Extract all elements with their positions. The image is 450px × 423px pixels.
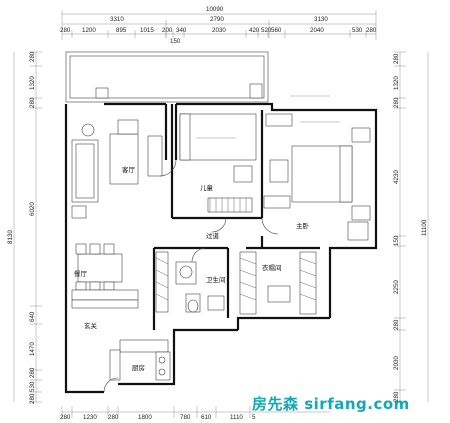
dim-top-tier1-c: 3130 [314, 16, 328, 23]
dim-right-5: 2250 [393, 280, 400, 294]
dim-left-1: 1320 [29, 76, 36, 90]
dim-top-t2-2: 895 [116, 27, 127, 34]
living-room-furniture [71, 119, 163, 219]
dim-right-7: 2030 [393, 356, 400, 370]
dim-right-1: 1320 [393, 76, 400, 90]
dim-top-t2-4: 200 [162, 27, 173, 34]
dim-right-4: 150 [393, 235, 400, 246]
top-dimension-lines [61, 10, 377, 40]
dim-left-8: 280 [29, 393, 36, 404]
dim-top-t2-11: 530 [352, 27, 363, 34]
dim-top-t2-5: 340 [176, 27, 187, 34]
dim-bottom-7: 5 [252, 414, 256, 421]
dim-left-3: 6020 [29, 202, 36, 216]
dim-left-5: 1470 [29, 342, 36, 356]
dim-right-2: 280 [393, 97, 400, 108]
kids-room-furniture [179, 113, 257, 213]
dim-bottom-0: 280 [60, 414, 71, 421]
dim-bottom-6: 1110 [230, 414, 243, 421]
room-label-cloakroom: 衣帽间 [262, 263, 282, 272]
room-label-entrance: 玄关 [84, 321, 98, 330]
dim-right-8: 280 [393, 391, 400, 402]
dim-right-overall: 11100 [421, 219, 428, 236]
dim-top-t2-6: 2030 [212, 27, 226, 34]
room-label-dining: 餐厅 [74, 269, 88, 278]
right-dimension-lines [394, 51, 429, 403]
interior-walls [152, 104, 320, 330]
dim-bottom-5: 610 [201, 414, 212, 421]
annotation-notes [196, 95, 340, 139]
bottom-dimension-lines [61, 406, 330, 418]
dim-left-7: 530 [29, 381, 36, 392]
dim-top-small: 150 [170, 38, 181, 45]
dim-right-3: 4230 [393, 170, 400, 184]
dim-bottom-2: 280 [108, 414, 119, 421]
room-label-corridor: 过道 [206, 231, 220, 240]
room-label-master: 主卧 [296, 221, 310, 230]
dim-bottom-3: 1800 [138, 414, 152, 421]
kitchen-fixtures [109, 339, 171, 381]
dim-top-t2-3: 1015 [140, 27, 154, 34]
room-label-bathroom: 卫生间 [206, 275, 226, 284]
dim-left-2: 280 [29, 97, 36, 108]
dim-left-overall: 8130 [7, 230, 14, 244]
dim-top-t2-10: 2040 [310, 27, 324, 34]
dim-left-6: 280 [29, 367, 36, 378]
dim-top-tier1-b: 2790 [210, 16, 224, 23]
dim-top-t2-1: 1200 [82, 27, 96, 34]
dim-bottom-1: 1230 [83, 414, 97, 421]
dim-top-overall: 10090 [206, 6, 224, 13]
room-label-kitchen: 厨房 [132, 363, 145, 372]
room-label-living: 客厅 [122, 165, 136, 174]
doors [103, 159, 279, 393]
balcony [65, 51, 269, 103]
watermark-text: 房先森 sirfang.com [252, 395, 410, 413]
dim-top-t2-0: 280 [60, 27, 71, 34]
master-bedroom-furniture [263, 113, 371, 241]
left-dimension-lines [13, 51, 42, 403]
room-label-kids: 儿童 [200, 183, 214, 192]
cloakroom-wardrobes [239, 251, 317, 315]
dim-top-t2-8: 520 [261, 27, 272, 34]
dim-right-0: 280 [393, 53, 400, 64]
dim-top-t2-9: 560 [271, 27, 282, 34]
dim-right-6: 280 [393, 319, 400, 330]
bathroom-fixtures [175, 261, 225, 313]
dining-furniture [71, 243, 139, 309]
dim-bottom-4: 780 [180, 414, 191, 421]
exterior-walls [64, 102, 378, 394]
dim-top-tier1-a: 3310 [110, 16, 124, 23]
corridor-cabinets [155, 251, 169, 313]
dim-top-t2-7: 420 [249, 27, 260, 34]
dim-left-0: 280 [29, 51, 36, 62]
dim-left-4: 640 [29, 311, 36, 322]
dim-top-t2-12: 280 [366, 27, 377, 34]
